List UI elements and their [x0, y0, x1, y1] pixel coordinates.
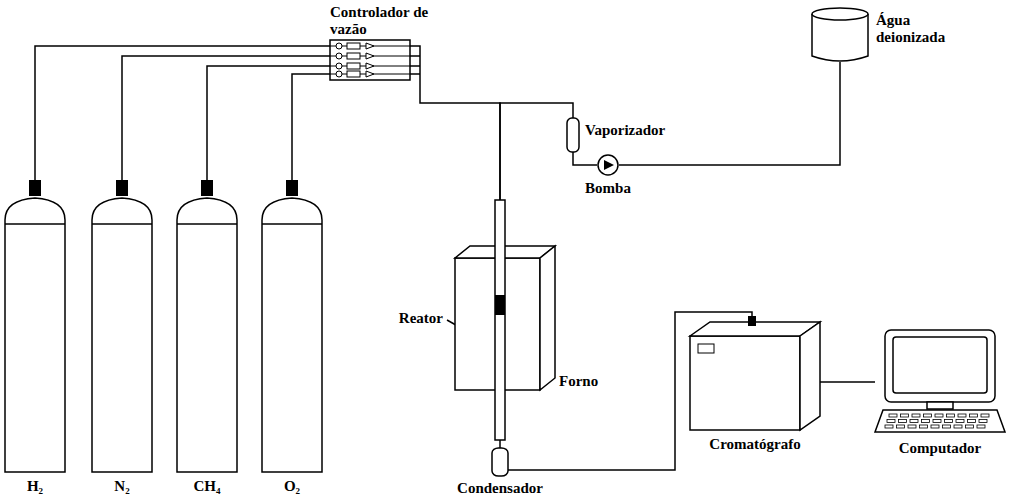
- label-holder: Condensador: [457, 480, 543, 497]
- pump-outline: [597, 154, 619, 176]
- reactor-tube: Reator: [495, 200, 505, 440]
- label-holder: Água deionizada: [876, 12, 966, 46]
- water-tank: Água deionizada: [812, 8, 868, 62]
- vaporizer-outline: [567, 118, 579, 152]
- pipe-line: [573, 152, 597, 165]
- flow-controller-outline: [330, 40, 410, 80]
- label-holder: CH₄: [194, 478, 221, 495]
- pump: Bomba: [597, 154, 619, 176]
- pipe-line: [500, 103, 573, 200]
- outlet-stub: [410, 73, 420, 75]
- pipe-line: [207, 66, 330, 180]
- node-label: CH₄: [194, 478, 221, 495]
- label-holder: Bomba: [585, 180, 631, 197]
- pipe-line: [619, 62, 840, 165]
- gas-cylinder: CH₄: [177, 180, 237, 472]
- condenser: Condensador: [492, 448, 508, 476]
- reactor-tube-outline: [495, 200, 505, 440]
- pipe-line: [35, 46, 330, 180]
- node-label: Computador: [899, 440, 982, 457]
- label-holder: Controlador de vazão: [330, 4, 430, 38]
- node-label: Cromatógrafo: [709, 436, 800, 453]
- label-holder: Computador: [899, 440, 982, 457]
- chromatograph: Cromatógrafo: [690, 322, 820, 430]
- label-holder: Vaporizador: [585, 122, 665, 139]
- water-tank-outline: [812, 8, 868, 62]
- computer: Computador: [875, 330, 1005, 434]
- gas-cylinder: N₂: [92, 180, 152, 472]
- node-label: N₂: [114, 478, 129, 495]
- pipe-line: [410, 46, 500, 200]
- gas-cylinder-outline: [92, 180, 152, 472]
- condenser-outline: [492, 448, 508, 476]
- node-label: Vaporizador: [585, 122, 665, 139]
- node-label: Bomba: [585, 180, 631, 197]
- gas-cylinder-outline: [262, 180, 322, 472]
- label-holder: N₂: [114, 478, 129, 495]
- pipe-line: [292, 74, 330, 180]
- label-holder: H₂: [27, 478, 43, 495]
- label-holder: Reator: [399, 310, 443, 327]
- label-holder: O₂: [284, 478, 300, 495]
- node-label: Forno: [559, 373, 598, 390]
- outlet-stub: [410, 65, 420, 67]
- node-label: Água deionizada: [876, 12, 966, 46]
- gas-cylinder: O₂: [262, 180, 322, 472]
- node-label: H₂: [27, 478, 43, 495]
- gas-cylinder-outline: [5, 180, 65, 472]
- pipe-line: [499, 440, 501, 448]
- node-label: Condensador: [457, 480, 543, 497]
- gas-cylinder: H₂: [5, 180, 65, 472]
- vaporizer: Vaporizador: [567, 118, 579, 152]
- pipe-line: [820, 381, 875, 383]
- node-label: Reator: [399, 310, 443, 327]
- pipe-line: [122, 56, 330, 180]
- flow-controller: Controlador de vazão: [330, 40, 410, 80]
- computer-outline: [875, 330, 1005, 434]
- label-holder: Cromatógrafo: [709, 436, 800, 453]
- gas-cylinder-outline: [177, 180, 237, 472]
- node-label: Controlador de vazão: [330, 4, 430, 38]
- outlet-stub: [410, 55, 420, 57]
- node-label: O₂: [284, 478, 300, 495]
- chromatograph-outline: [690, 322, 820, 430]
- label-holder: Forno: [559, 373, 598, 390]
